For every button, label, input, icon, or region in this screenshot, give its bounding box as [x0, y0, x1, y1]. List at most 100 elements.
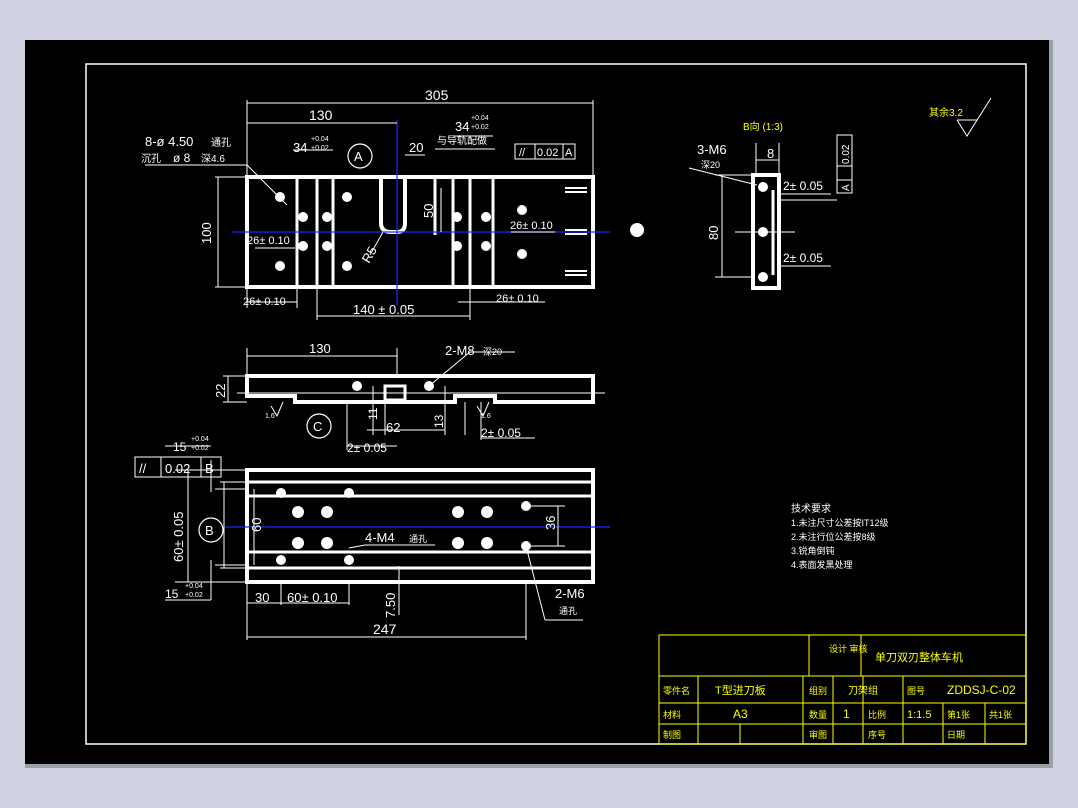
svg-text:30: 30 [255, 590, 269, 605]
bottom-view: B // 0.02 B 15 +0.04 +0.02 15 +0.04 +0.0… [134, 436, 610, 640]
svg-text:C: C [313, 419, 322, 434]
svg-text://: // [139, 461, 147, 476]
svg-text:130: 130 [309, 341, 331, 356]
svg-text:A: A [841, 184, 852, 191]
svg-text:26± 0.10: 26± 0.10 [243, 296, 286, 308]
svg-text:+0.02: +0.02 [191, 445, 209, 452]
svg-text:数量: 数量 [809, 709, 827, 720]
svg-text:技术要求: 技术要求 [791, 502, 831, 515]
svg-text:26± 0.10: 26± 0.10 [247, 235, 290, 247]
svg-text:2-M6: 2-M6 [555, 586, 585, 601]
svg-text:3-M6: 3-M6 [697, 142, 727, 157]
svg-text:深20: 深20 [483, 347, 502, 357]
svg-text:2± 0.05: 2± 0.05 [783, 179, 823, 193]
svg-text:22: 22 [213, 384, 228, 398]
technical-notes: 技术要求 1.未注尺寸公差按IT12级 2.未注行位公差按8级 3.锐角倒钝 4… [791, 502, 889, 570]
svg-text:0.02: 0.02 [537, 147, 558, 159]
svg-text:100: 100 [199, 222, 214, 244]
svg-text:图号: 图号 [907, 686, 925, 696]
svg-text:2.未注行位公差按8级: 2.未注行位公差按8级 [791, 531, 876, 542]
svg-text:0.02: 0.02 [841, 144, 852, 164]
svg-text:36: 36 [543, 516, 558, 530]
svg-text:+0.04: +0.04 [191, 436, 209, 443]
drawing-frame [85, 63, 1027, 745]
svg-text:140 ± 0.05: 140 ± 0.05 [353, 302, 414, 317]
svg-text:序号: 序号 [868, 729, 886, 740]
svg-text:+0.04: +0.04 [471, 115, 489, 122]
svg-text:B: B [205, 461, 214, 476]
drawing-canvas: A // 0.02 A 305 130 34 +0.04 +0.02 34 +0… [85, 63, 1027, 745]
svg-text:沉孔: 沉孔 [141, 152, 161, 165]
svg-text:60± 0.10: 60± 0.10 [287, 590, 338, 605]
cad-viewport[interactable]: A // 0.02 A 305 130 34 +0.04 +0.02 34 +0… [25, 40, 1053, 768]
svg-text:3.锐角倒钝: 3.锐角倒钝 [791, 545, 835, 556]
svg-text:4.表面发黑处理: 4.表面发黑处理 [791, 559, 853, 570]
svg-text:34: 34 [293, 140, 307, 155]
svg-text:4-M4: 4-M4 [365, 530, 395, 545]
svg-text:+0.04: +0.04 [185, 583, 203, 590]
svg-text:深20: 深20 [701, 160, 720, 170]
title-block: 设计 审核 单刀双刃整体车机 零件名 T型进刀板 组别 刀架组 图号 ZDDSJ… [658, 634, 1027, 745]
side-view: B向 (1:3) 3-M6 深20 8 80 2± 0.05 2± 0.05 0… [688, 120, 853, 290]
datum-a-circle [347, 143, 373, 169]
svg-text:材料: 材料 [663, 709, 681, 720]
svg-text:+0.04: +0.04 [311, 136, 329, 143]
svg-text:60± 0.05: 60± 0.05 [171, 511, 186, 562]
svg-text:60: 60 [249, 518, 264, 532]
svg-text:305: 305 [425, 87, 449, 103]
svg-text:设计 审核: 设计 审核 [829, 643, 868, 654]
svg-text:1: 1 [843, 707, 850, 721]
svg-text:B: B [205, 523, 214, 538]
svg-text:1.6: 1.6 [481, 413, 491, 420]
svg-text://: // [519, 147, 526, 159]
svg-text:50: 50 [421, 204, 436, 218]
svg-text:B向 (1:3): B向 (1:3) [743, 120, 783, 133]
top-view: A // 0.02 A 305 130 34 +0.04 +0.02 34 +0… [141, 87, 610, 320]
svg-text:0.02: 0.02 [165, 461, 190, 476]
roughness-symbol: 其余3.2 [929, 97, 992, 137]
svg-text:其余3.2: 其余3.2 [929, 106, 963, 119]
svg-text:日期: 日期 [947, 730, 965, 740]
svg-text:1.6: 1.6 [265, 413, 275, 420]
svg-text:通孔: 通孔 [559, 606, 577, 616]
svg-text:ZDDSJ-C-02: ZDDSJ-C-02 [947, 683, 1016, 697]
svg-text:80: 80 [706, 226, 721, 240]
svg-text:第1张: 第1张 [947, 709, 970, 720]
top-holes [275, 192, 527, 271]
svg-text:34: 34 [455, 119, 469, 134]
svg-text:+0.02: +0.02 [471, 124, 489, 131]
svg-text:15: 15 [165, 587, 179, 601]
svg-text:20: 20 [409, 140, 423, 155]
svg-text:247: 247 [373, 621, 397, 637]
svg-text:制图: 制图 [663, 729, 681, 740]
svg-text:8-ø 4.50: 8-ø 4.50 [145, 134, 193, 149]
svg-text:+0.02: +0.02 [185, 592, 203, 599]
svg-text:2-M8: 2-M8 [445, 343, 475, 358]
svg-text:1.未注尺寸公差按IT12级: 1.未注尺寸公差按IT12级 [791, 517, 889, 528]
svg-text:通孔: 通孔 [211, 137, 231, 149]
marker-dot [630, 223, 644, 237]
svg-text:刀架组: 刀架组 [848, 684, 878, 697]
svg-text:单刀双刃整体车机: 单刀双刃整体车机 [875, 650, 963, 664]
svg-text:组别: 组别 [809, 685, 827, 696]
svg-text:2± 0.05: 2± 0.05 [481, 426, 521, 440]
svg-text:与导轨配做: 与导轨配做 [437, 134, 487, 147]
svg-text:共1张: 共1张 [989, 710, 1012, 720]
svg-text:审图: 审图 [809, 729, 827, 740]
svg-text:零件名: 零件名 [663, 685, 690, 696]
svg-text:8: 8 [767, 146, 774, 161]
svg-text:R5: R5 [359, 244, 380, 266]
front-view: C 1.6 1.6 130 22 2-M8 深20 11 62 13 2± 0.… [213, 341, 605, 455]
svg-text:深4.6: 深4.6 [201, 153, 225, 165]
svg-text:A: A [565, 147, 573, 159]
svg-text:15: 15 [173, 440, 187, 454]
svg-text:7.50: 7.50 [383, 593, 398, 618]
svg-text:13: 13 [432, 414, 446, 428]
svg-text:比例: 比例 [868, 709, 886, 720]
svg-text:62: 62 [386, 420, 400, 435]
svg-text:2± 0.05: 2± 0.05 [783, 251, 823, 265]
svg-text:A3: A3 [733, 707, 748, 721]
svg-text:ø 8: ø 8 [173, 151, 191, 165]
svg-text:1:1.5: 1:1.5 [907, 709, 931, 721]
svg-text:26± 0.10: 26± 0.10 [496, 293, 539, 305]
